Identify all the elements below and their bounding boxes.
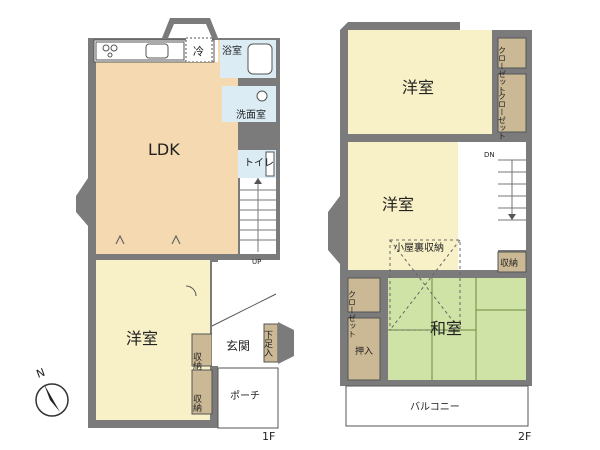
label-western-2f-1: 洋室 (402, 78, 434, 97)
label-washroom: 洗面室 (236, 108, 266, 121)
room-western-2f-1 (348, 30, 492, 134)
label-porch: ポーチ (230, 390, 260, 402)
label-western-2f-2: 洋室 (382, 195, 414, 214)
label-toilet: トイレ (244, 158, 274, 169)
refrigerator-space (185, 37, 213, 63)
sink-icon (145, 43, 169, 59)
label-floor-2f: 2F (518, 430, 531, 443)
label-closet-2: クローゼット (498, 92, 507, 140)
label-ldk: LDK (148, 140, 180, 159)
stove-icon (102, 44, 110, 52)
labels-1f: 冷 浴室 洗面室 LDK トイレ UP 洋室 収納 収納 玄関 下足入 ポーチ … (126, 44, 275, 443)
label-bathroom: 浴室 (222, 44, 242, 57)
room-washitsu (388, 278, 526, 380)
label-stairs-dn: DN (484, 151, 495, 159)
storage-2f (497, 251, 527, 273)
label-western-1f: 洋室 (126, 329, 158, 348)
label-balcony: バルコニー (410, 401, 460, 413)
floor-2f (328, 22, 532, 427)
bathtub-icon (247, 43, 273, 75)
balcony (345, 385, 529, 427)
label-storage-b: 収納 (191, 393, 202, 413)
label-floor-1f: 1F (262, 430, 275, 443)
label-closet-3: クローゼット (348, 290, 357, 338)
closet-2f-3 (347, 277, 381, 313)
room-western-1f (96, 260, 210, 420)
hall-2f (458, 142, 498, 270)
label-stairs-up: UP (252, 258, 261, 266)
room-ldk (96, 40, 238, 254)
floor-1f (76, 18, 294, 429)
label-oshiire: 押入 (355, 345, 373, 357)
label-storage-2f: 収納 (500, 257, 518, 269)
label-closet-1: クローゼット (498, 46, 507, 94)
label-refrigerator: 冷 (193, 45, 204, 58)
porch (217, 367, 279, 429)
closet-2f-2 (497, 73, 527, 133)
room-western-2f-2 (348, 142, 458, 270)
storage-1f-b (191, 369, 213, 415)
label-entrance: 玄関 (226, 338, 250, 353)
washbasin-icon (256, 90, 268, 102)
label-washitsu: 和室 (430, 319, 462, 338)
labels-2f: 洋室 クローゼット クローゼット DN 洋室 小屋裏収納 収納 クローゼット 押… (348, 46, 532, 443)
oshiire (347, 317, 381, 381)
closet-2f-1 (497, 37, 527, 69)
label-attic-storage: 小屋裏収納 (394, 241, 444, 254)
attic-storage-outline (389, 239, 461, 331)
label-storage-a: 収納 (191, 351, 202, 371)
compass-icon: N (35, 366, 69, 417)
room-washroom (222, 86, 276, 122)
compass-north-label: N (35, 366, 47, 381)
label-shoe-box: 下足入 (262, 330, 273, 357)
